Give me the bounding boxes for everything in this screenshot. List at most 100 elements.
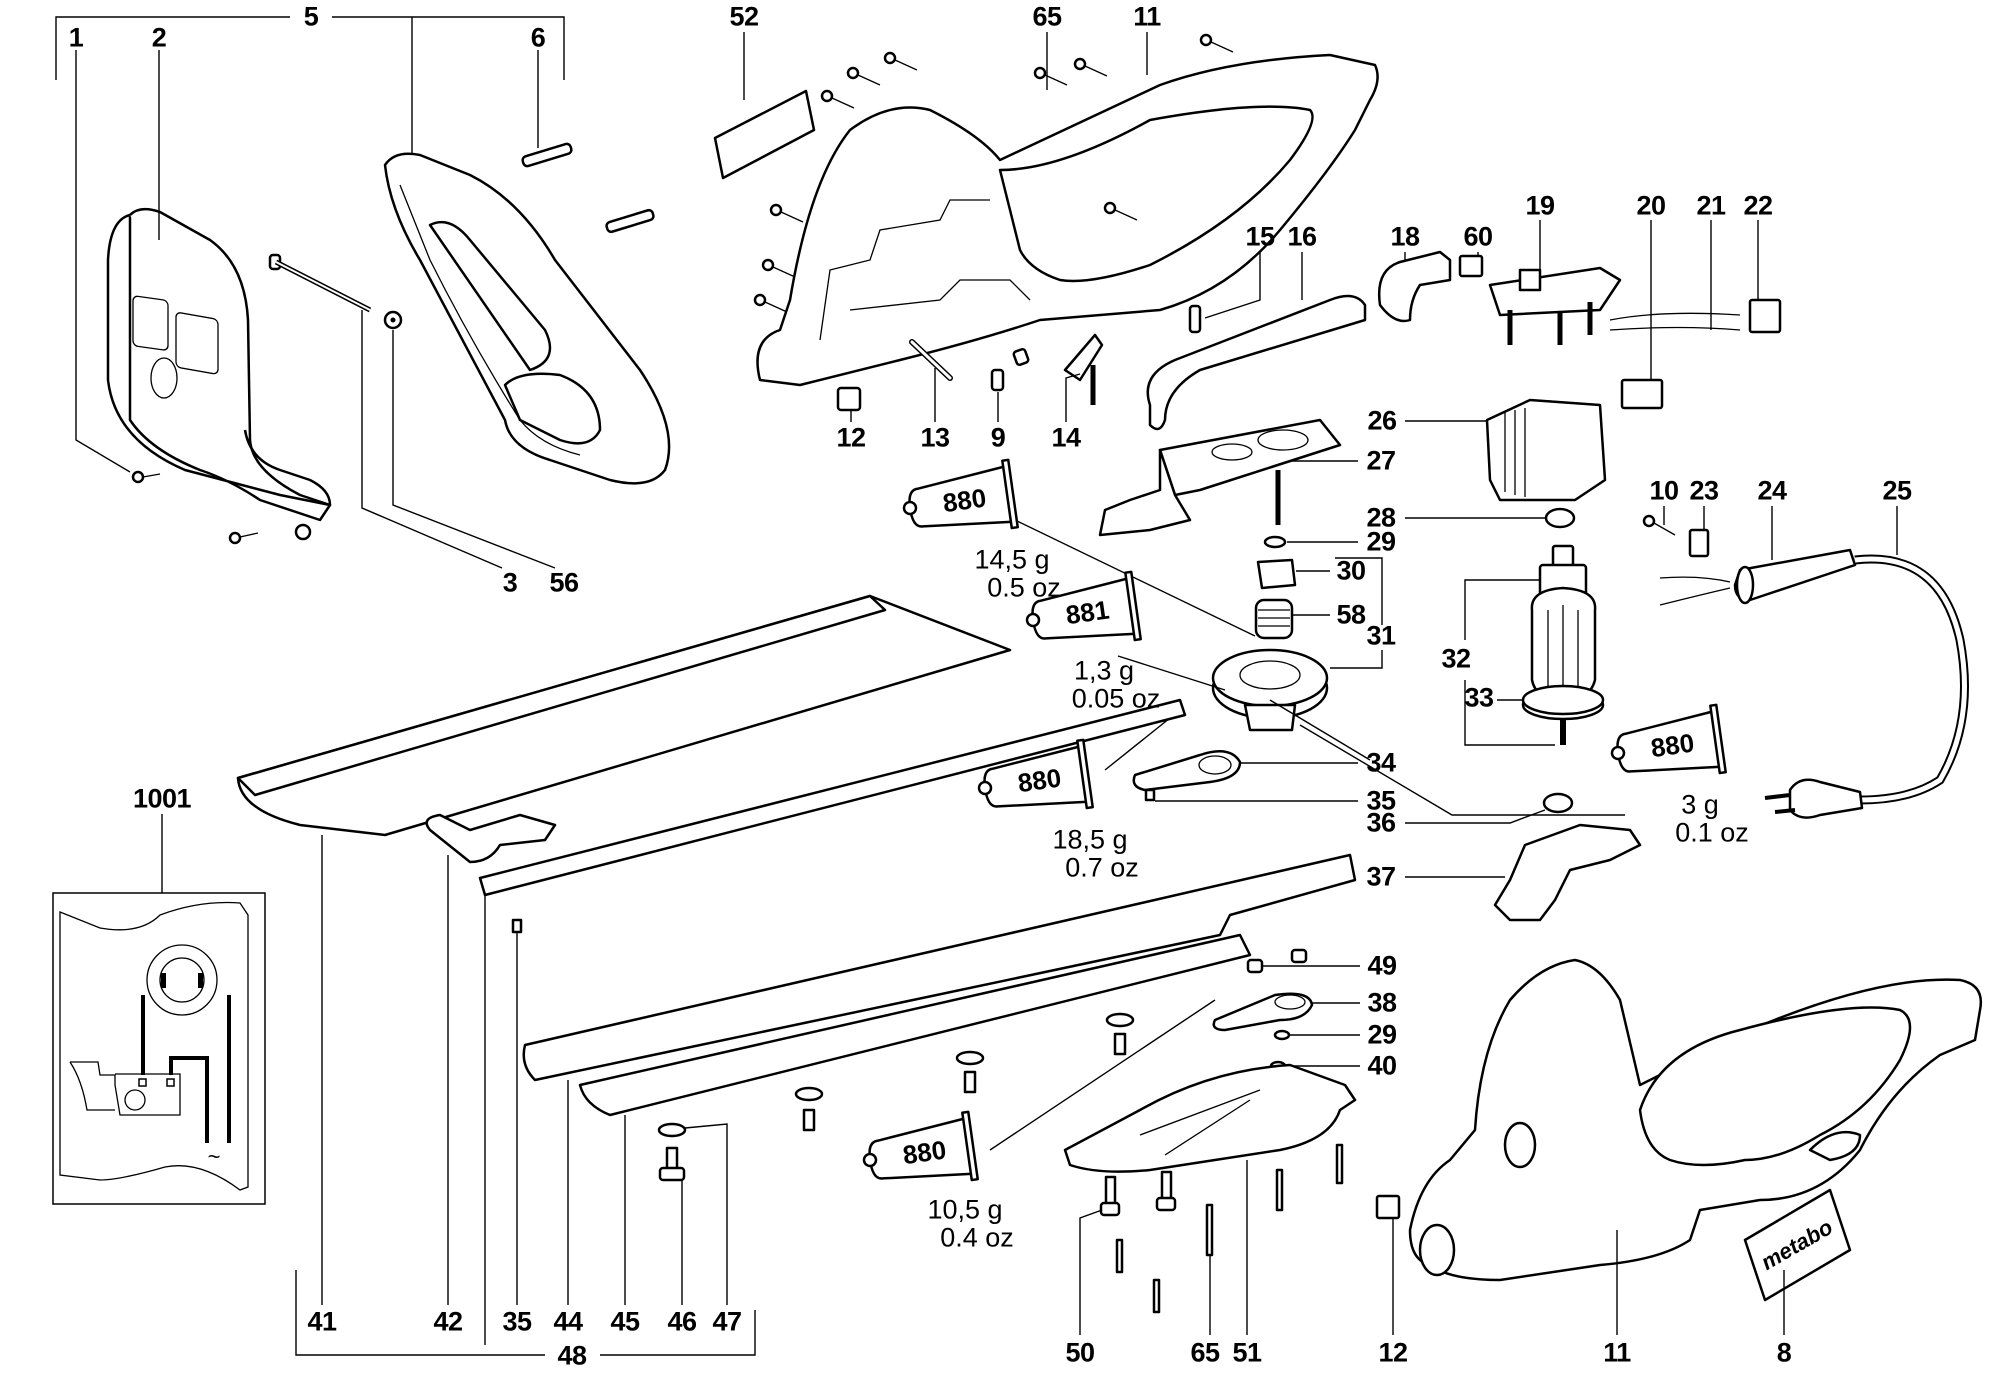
part-34-plate bbox=[1132, 750, 1358, 792]
part-number-label: 51 bbox=[1232, 1337, 1262, 1368]
part-21-wires bbox=[1609, 220, 1741, 331]
part-number-label: 45 bbox=[610, 1306, 640, 1337]
part-number-label: 2 bbox=[151, 22, 167, 53]
part-23-clamp bbox=[1688, 506, 1710, 558]
part-number-label: 60 bbox=[1463, 221, 1493, 252]
housing-screws bbox=[753, 33, 1234, 313]
tube-code: 880 bbox=[901, 1134, 948, 1170]
part-50-screws bbox=[1079, 1170, 1177, 1335]
part-45-lower-blade bbox=[578, 933, 1252, 1305]
tube-quantity-grams: 10,5 g bbox=[927, 1194, 1003, 1225]
tube-code: 880 bbox=[1016, 762, 1063, 798]
part-16-switch-lever bbox=[1146, 252, 1367, 431]
tube-code: 880 bbox=[1649, 727, 1696, 763]
part-12-brush-cap bbox=[836, 386, 862, 422]
part-8-brand-label bbox=[1743, 1188, 1852, 1335]
blade-rail bbox=[478, 698, 1187, 1345]
lubricant-tube: 880 bbox=[977, 738, 1094, 810]
part-28-bearing bbox=[1405, 507, 1576, 529]
part-1001-wiring-diagram bbox=[52, 814, 266, 1205]
part-number-label: 28 bbox=[1366, 502, 1396, 533]
part-number-label: 46 bbox=[667, 1306, 697, 1337]
tube-code: 881 bbox=[1064, 594, 1111, 630]
part-number-label: 18 bbox=[1390, 221, 1420, 252]
part-number-label: 52 bbox=[729, 1, 759, 32]
part-number-label: 48 bbox=[557, 1340, 587, 1371]
tube-quantity-grams: 3 g bbox=[1681, 789, 1719, 820]
tube-quantity-grams: 18,5 g bbox=[1052, 824, 1128, 855]
part-26-field-coil bbox=[1405, 398, 1607, 502]
part-44-upper-blade bbox=[522, 853, 1357, 1305]
part-number-label: 49 bbox=[1367, 950, 1397, 981]
part-number-label: 44 bbox=[553, 1306, 583, 1337]
part-number-label: 3 bbox=[502, 567, 518, 598]
part-56-washer bbox=[383, 310, 556, 569]
part-52-label bbox=[713, 32, 816, 180]
part-6-springs bbox=[521, 50, 655, 234]
part-1-screws bbox=[75, 50, 312, 545]
part-number-label: 30 bbox=[1336, 555, 1366, 586]
part-58-spring bbox=[1254, 598, 1330, 640]
part-number-label: 11 bbox=[1133, 1, 1161, 32]
worm-gear bbox=[1211, 648, 1329, 732]
part-41-blade-guard bbox=[236, 594, 1012, 1305]
part-number-label: 35 bbox=[1366, 785, 1396, 816]
part-number-label: 6 bbox=[530, 22, 546, 53]
group-48-bracket bbox=[295, 1270, 756, 1356]
part-36-bearing bbox=[1405, 792, 1574, 824]
part-number-label: 33 bbox=[1464, 682, 1494, 713]
ac-symbol: ~ bbox=[207, 1144, 221, 1169]
part-19-electronics bbox=[1488, 220, 1622, 345]
part-31-bracket bbox=[1330, 557, 1383, 669]
part-9-sleeve bbox=[990, 347, 1030, 422]
part-number-label: 20 bbox=[1636, 190, 1666, 221]
part-25-power-cable bbox=[1764, 506, 1969, 819]
part-number-label: 41 bbox=[307, 1306, 337, 1337]
part-10-screw bbox=[1642, 506, 1676, 536]
tube-quantity-ounces: 0.05 oz bbox=[1071, 683, 1161, 714]
part-27-gear-plate bbox=[1098, 418, 1358, 537]
part-2-cover-plate bbox=[106, 50, 332, 522]
tube-code: 880 bbox=[941, 482, 988, 518]
part-number-label: 13 bbox=[920, 422, 950, 453]
part-number-label: 12 bbox=[1378, 1337, 1408, 1368]
part-number-label: 1001 bbox=[132, 783, 192, 814]
part-12-brush-cap-lower bbox=[1375, 1194, 1401, 1335]
part-number-label: 19 bbox=[1525, 190, 1555, 221]
part-number-label: 58 bbox=[1336, 599, 1366, 630]
part-number-label: 25 bbox=[1882, 475, 1912, 506]
lubricant-tube: 881 bbox=[1025, 570, 1142, 642]
part-number-label: 32 bbox=[1441, 643, 1471, 674]
part-11-assembled-housing bbox=[1408, 958, 1983, 1335]
part-number-label: 10 bbox=[1649, 475, 1679, 506]
part-number-label: 47 bbox=[712, 1306, 742, 1337]
part-46-screws bbox=[657, 1012, 1135, 1305]
part-number-label: 23 bbox=[1689, 475, 1719, 506]
part-30-clutch bbox=[1256, 558, 1330, 590]
part-number-label: 27 bbox=[1366, 445, 1396, 476]
part-60-cap bbox=[1458, 252, 1484, 278]
part-number-label: 21 bbox=[1696, 190, 1726, 221]
part-number-label: 5 bbox=[303, 1, 319, 32]
part-number-label: 34 bbox=[1366, 747, 1396, 778]
part-number-label: 38 bbox=[1367, 987, 1397, 1018]
part-24-cable-sleeve bbox=[1659, 506, 1857, 606]
part-number-label: 8 bbox=[1776, 1337, 1792, 1368]
lubricant-tube: 880 bbox=[1610, 703, 1727, 775]
part-number-label: 42 bbox=[433, 1306, 463, 1337]
tube-quantity-grams: 1,3 g bbox=[1073, 655, 1135, 686]
part-number-label: 50 bbox=[1065, 1337, 1095, 1368]
part-number-label: 36 bbox=[1366, 807, 1396, 838]
part-37-motor-bracket bbox=[1405, 823, 1642, 922]
part-35-screw-lower bbox=[511, 918, 523, 1305]
part-22-terminal bbox=[1748, 220, 1782, 334]
part-number-label: 11 bbox=[1603, 1337, 1631, 1368]
part-11-housing-half bbox=[756, 32, 1379, 387]
part-number-label: 16 bbox=[1287, 221, 1317, 252]
tube-quantity-ounces: 0.4 oz bbox=[940, 1222, 1014, 1253]
part-number-label: 35 bbox=[502, 1306, 532, 1337]
part-number-label: 29 bbox=[1366, 526, 1396, 557]
part-42-hook bbox=[425, 813, 557, 1305]
part-number-label: 56 bbox=[549, 567, 579, 598]
